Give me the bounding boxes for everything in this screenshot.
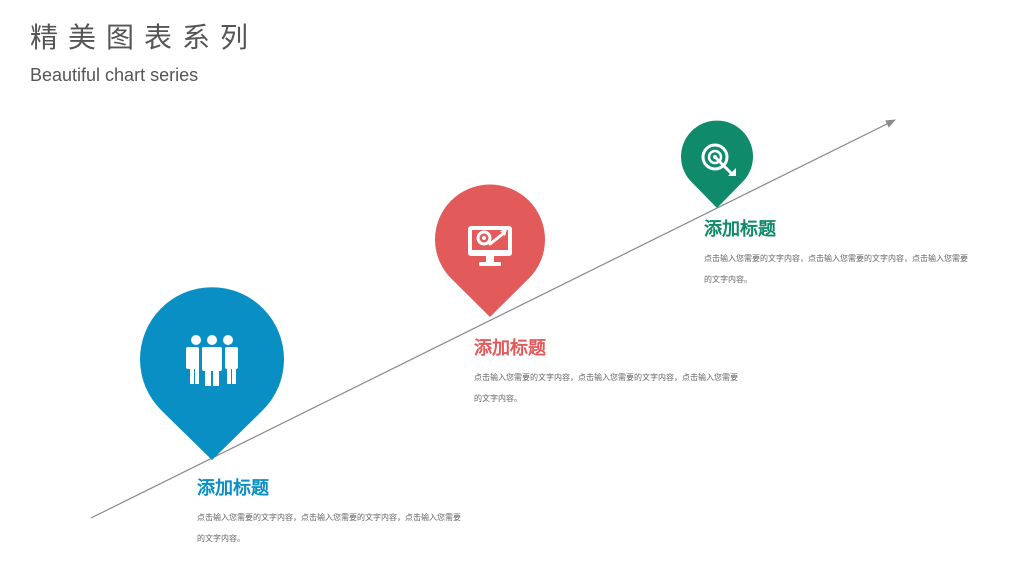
monitor-tools-icon	[468, 226, 512, 266]
step-block-2: 添加标题 点击输入您需要的文字内容，点击输入您需要的文字内容，点击输入您需要的文…	[474, 337, 744, 409]
page-title: 精美图表系列	[30, 21, 259, 54]
header: 精美图表系列 Beautiful chart series	[30, 18, 258, 86]
step-heading-3: 添加标题	[704, 219, 776, 240]
team-icon	[186, 335, 238, 386]
growth-arrow	[90, 119, 896, 519]
step-block-3: 添加标题 点击输入您需要的文字内容，点击输入您需要的文字内容，点击输入您需要的文…	[704, 218, 974, 290]
pin-marker-3	[681, 120, 753, 208]
step-heading-2: 添加标题	[474, 338, 546, 359]
step-text-2: 点击输入您需要的文字内容，点击输入您需要的文字内容，点击输入您需要的文字内容。	[474, 373, 738, 403]
step-block-1: 添加标题 点击输入您需要的文字内容，点击输入您需要的文字内容，点击输入您需要的文…	[197, 477, 467, 549]
pin-shape-1	[140, 287, 284, 460]
step-text-3: 点击输入您需要的文字内容，点击输入您需要的文字内容，点击输入您需要的文字内容。	[704, 254, 968, 284]
pin-shape-3	[681, 120, 753, 208]
target-icon	[701, 143, 736, 176]
pin-marker-1	[140, 287, 284, 460]
step-heading-1: 添加标题	[197, 478, 269, 499]
pin-marker-2	[435, 184, 546, 317]
step-text-1: 点击输入您需要的文字内容，点击输入您需要的文字内容，点击输入您需要的文字内容。	[197, 513, 461, 543]
page-subtitle: Beautiful chart series	[30, 65, 199, 85]
